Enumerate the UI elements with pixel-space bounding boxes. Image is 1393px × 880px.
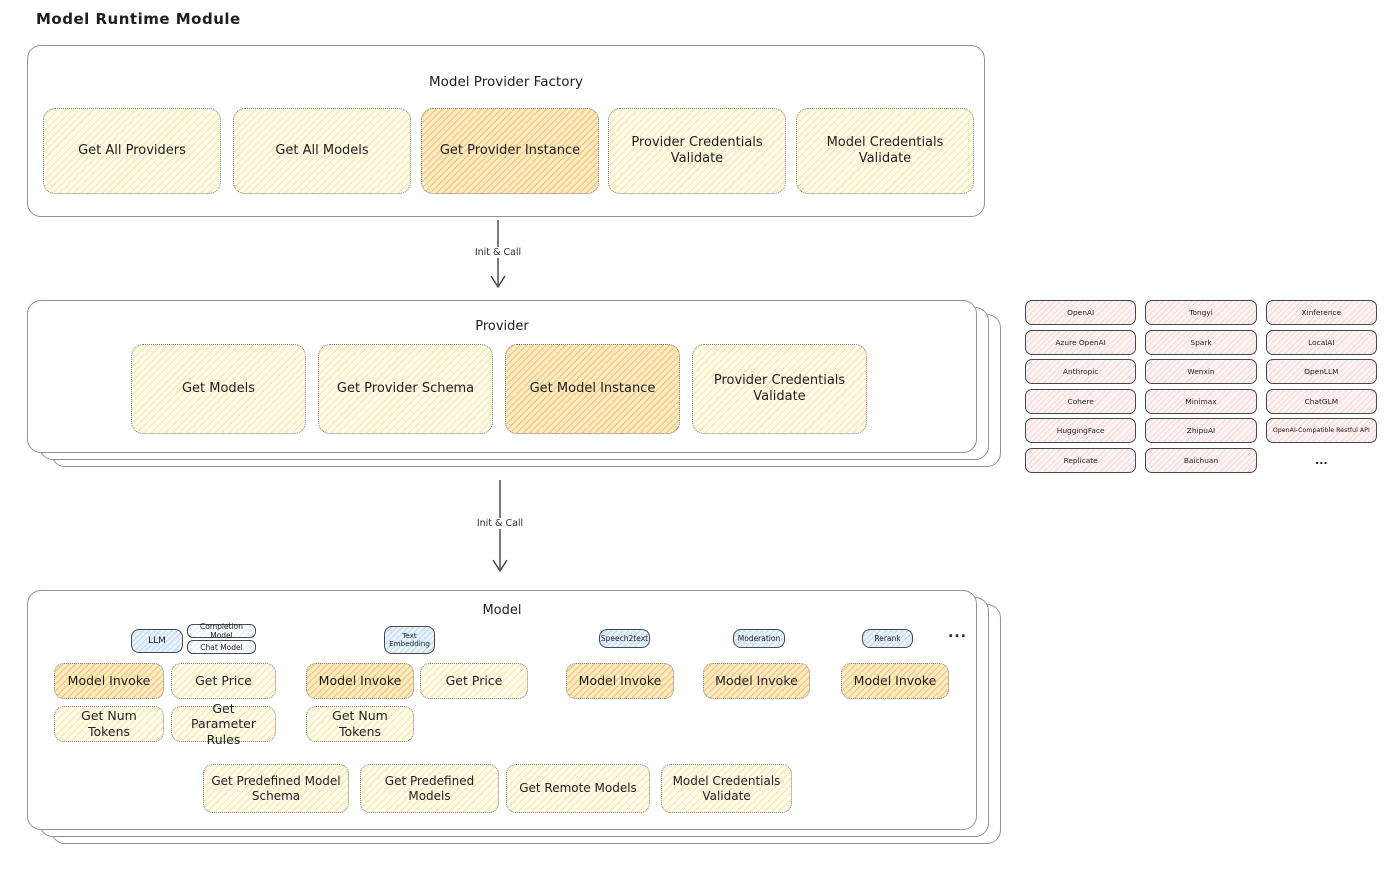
model-title: Model [482,603,522,618]
provider-title: Provider [475,319,529,334]
node-llm-get-parameter-rules: Get Parameter Rules [171,701,276,747]
page-title: Model Runtime Module [36,10,241,28]
provider-chip: LocalAI [1265,329,1377,355]
tag-llm: LLM [131,629,183,653]
node-llm-model-invoke: Model Invoke [54,663,164,699]
node-get-all-providers: Get All Providers [43,108,221,194]
provider-chip: Cohere [1025,388,1137,414]
node-get-model-instance: Get Model Instance [505,344,680,434]
provider-list-grid: OpenAI Tongyi Xinference Azure OpenAI Sp… [1025,300,1377,473]
node-provider-credentials-validate: Provider Credentials Validate [608,108,786,194]
factory-panel: Model Provider Factory Get All Providers… [27,45,985,217]
provider-chip: Xinference [1265,300,1377,325]
tag-completion-model: Completion Model [187,622,256,640]
arrow1-label: Init & Call [448,247,548,258]
provider-chip: OpenLLM [1265,359,1377,384]
provider-chip: Spark [1145,329,1257,355]
node-get-provider-schema: Get Provider Schema [318,344,493,434]
factory-title: Model Provider Factory [428,74,583,90]
node-te-get-num-tokens: Get Num Tokens [306,706,414,742]
model-types-ellipsis: ... [948,625,967,641]
provider-chip: Wenxin [1145,359,1257,384]
provider-chip: ZhipuAI [1145,418,1257,443]
node-te-get-price: Get Price [420,663,528,699]
provider-grid-ellipsis: ... [1315,453,1328,467]
tag-chat-model: Chat Model [187,640,256,654]
tag-speech2text: Speech2text [599,629,650,648]
provider-chip: OpenAI [1025,300,1137,325]
tag-moderation: Moderation [733,629,785,648]
provider-chip: Tongyi [1145,300,1257,325]
arrow2-label: Init & Call [450,518,550,529]
node-moderation-model-invoke: Model Invoke [703,663,810,699]
node-te-model-invoke: Model Invoke [306,663,414,699]
provider-chip: Minimax [1145,388,1257,414]
node-get-predefined-model-schema: Get Predefined Model Schema [203,764,349,813]
provider-chip: Azure OpenAI [1025,329,1137,355]
node-get-remote-models: Get Remote Models [506,764,650,813]
tag-rerank: Rerank [862,629,913,648]
provider-chip: ChatGLM [1265,388,1377,414]
node-get-provider-instance: Get Provider Instance [421,108,599,194]
provider-panel: Provider Get Models Get Provider Schema … [27,300,977,453]
node-get-predefined-models: Get Predefined Models [360,764,499,813]
provider-chip: HuggingFace [1025,418,1137,443]
node-model-credentials-validate: Model Credentials Validate [796,108,974,194]
provider-chip: Replicate [1025,447,1137,473]
node-get-models: Get Models [131,344,306,434]
tag-text-embedding: Text Embedding [384,626,435,654]
provider-chip: Baichuan [1145,447,1257,473]
node-llm-get-price: Get Price [171,663,276,699]
model-panel: Model LLM Completion Model Chat Model Te… [27,590,977,830]
node-llm-get-num-tokens: Get Num Tokens [54,706,164,742]
node-provider-credentials-validate-2: Provider Credentials Validate [692,344,867,434]
arrow-provider-to-model [492,480,508,573]
node-model-credentials-validate-2: Model Credentials Validate [661,764,792,813]
node-get-all-models: Get All Models [233,108,411,194]
provider-chip: OpenAI-Compatible Restful API [1265,418,1377,443]
node-rerank-model-invoke: Model Invoke [841,663,949,699]
node-s2t-model-invoke: Model Invoke [566,663,674,699]
provider-chip: Anthropic [1025,359,1137,384]
